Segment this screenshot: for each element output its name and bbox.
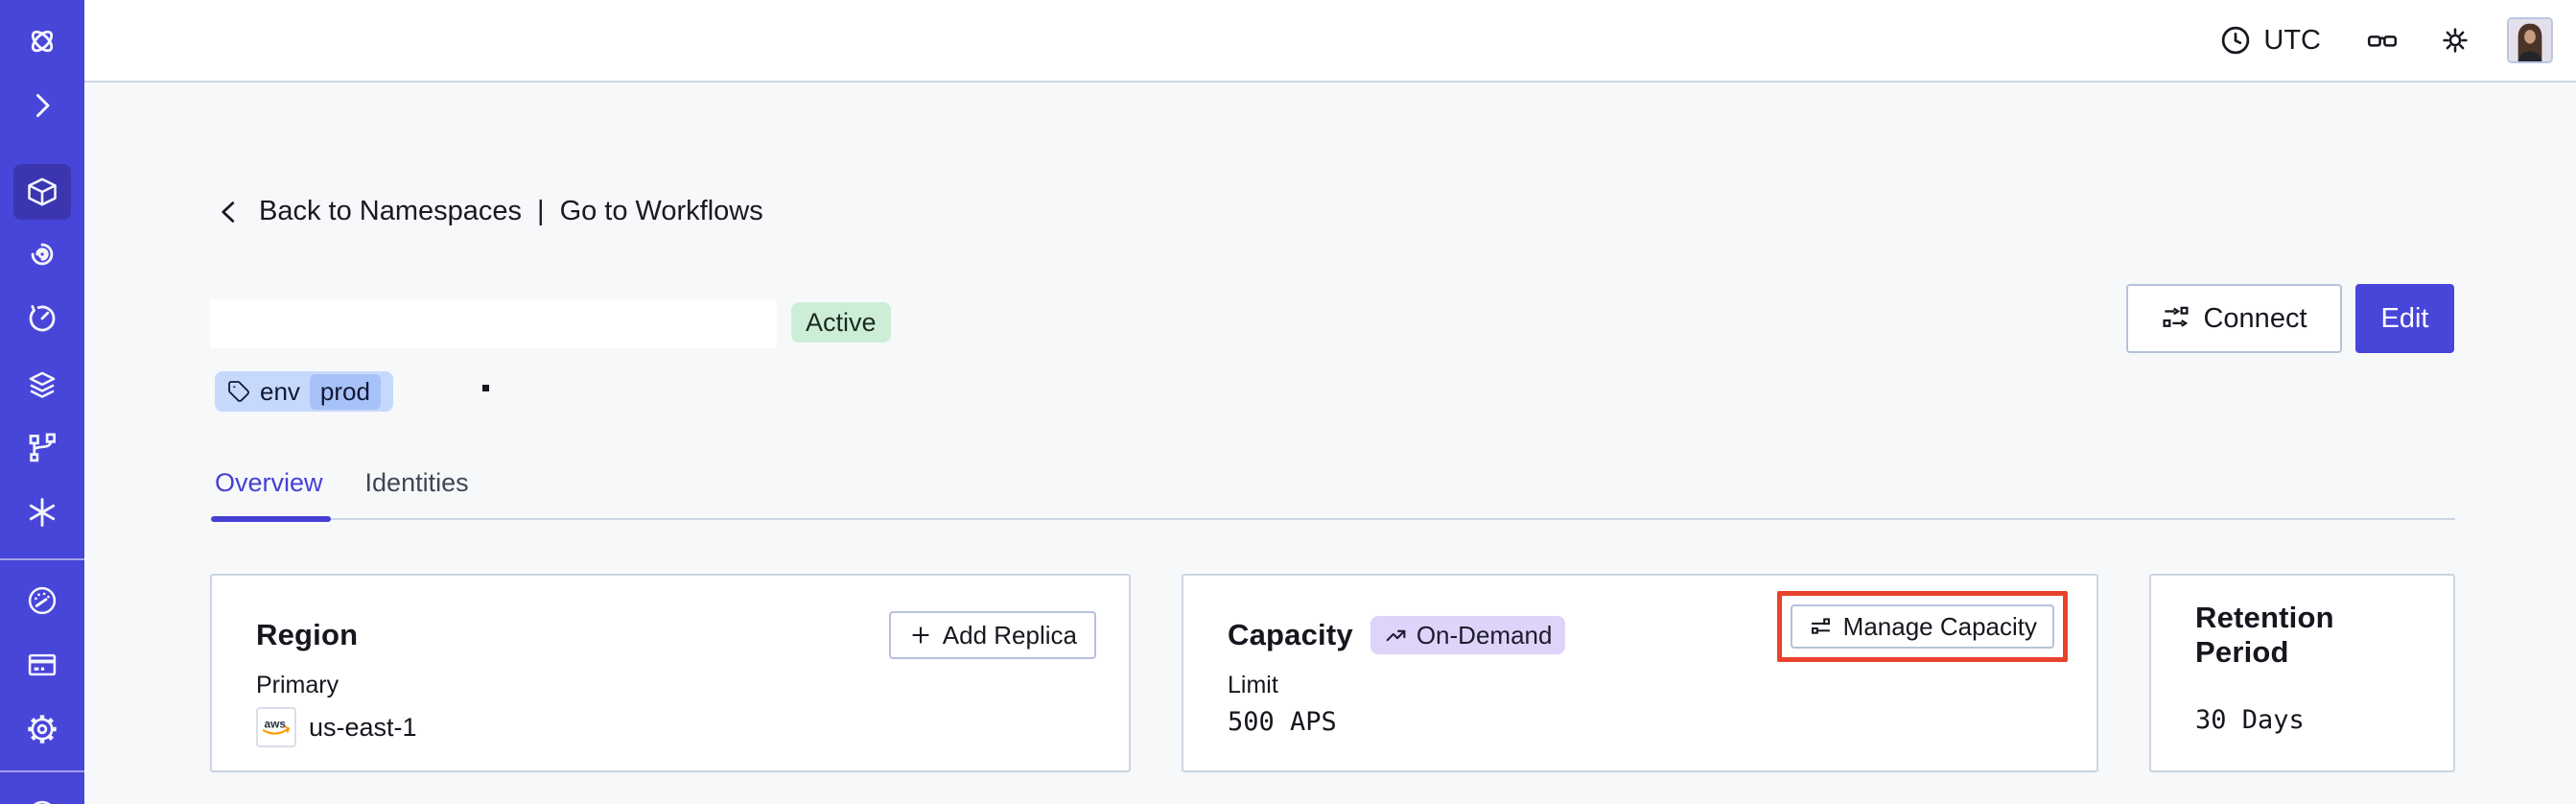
region-card: Region Add Replica Primary aws us-east-1 [210, 574, 1131, 772]
retention-card: Retention Period 30 Days [2149, 574, 2455, 772]
tab-overview[interactable]: Overview [211, 468, 331, 522]
sidebar-item-deployments-layers-icon[interactable] [25, 367, 59, 401]
connect-flow-icon [2163, 306, 2190, 327]
sidebar-item-spiral-icon[interactable] [25, 237, 59, 272]
svg-text:aws: aws [265, 717, 287, 730]
topbar: UTC [84, 0, 2576, 83]
user-avatar[interactable] [2507, 17, 2553, 63]
overview-cards: Region Add Replica Primary aws us-east-1 [210, 574, 2455, 772]
sidebar-divider [0, 558, 84, 560]
tab-identities[interactable]: Identities [364, 468, 469, 497]
timezone-selector[interactable]: UTC [2218, 23, 2321, 58]
connect-button[interactable]: Connect [2126, 284, 2342, 353]
clock-icon [2218, 23, 2253, 58]
sidebar-item-settings-gear-icon[interactable] [25, 712, 59, 746]
manage-capacity-button[interactable]: Manage Capacity [1790, 604, 2054, 649]
namespace-title-artifact [482, 385, 489, 391]
plus-icon [912, 627, 929, 644]
breadcrumb-workflows-link[interactable]: Go to Workflows [559, 196, 763, 226]
edit-button-label: Edit [2380, 302, 2429, 334]
retention-card-title: Retention Period [2195, 601, 2334, 669]
edit-button[interactable]: Edit [2355, 284, 2454, 353]
retention-value: 30 Days [2195, 705, 2305, 735]
breadcrumb-back-link[interactable]: Back to Namespaces [259, 196, 523, 226]
sliders-icon [1811, 617, 1830, 634]
region-primary-label: Primary [256, 672, 340, 698]
chevron-left-icon[interactable] [215, 198, 244, 226]
aws-provider-icon: aws [256, 707, 296, 747]
breadcrumb-separator: | [537, 196, 545, 226]
sidebar-item-namespaces-cube-icon[interactable] [25, 175, 59, 209]
status-badge: Active [791, 302, 891, 343]
annotation-highlight-box: Manage Capacity [1776, 591, 2068, 662]
add-replica-label: Add Replica [942, 620, 1077, 650]
namespace-tag[interactable]: env prod [215, 371, 393, 412]
sidebar-item-nexus-asterisk-icon[interactable] [25, 495, 59, 530]
connect-button-label: Connect [2203, 302, 2307, 334]
capacity-limit-value: 500 APS [1228, 707, 1337, 737]
region-card-title: Region [256, 618, 359, 651]
sidebar-divider [0, 770, 84, 772]
sidebar [0, 0, 84, 804]
sidebar-item-help-circle-icon[interactable] [25, 794, 59, 804]
glasses-icon[interactable] [2365, 23, 2400, 58]
capacity-card: Capacity On-Demand Manage Capa [1182, 574, 2098, 772]
sidebar-item-pipeline-branch-icon[interactable] [25, 431, 59, 465]
capacity-limit-label: Limit [1228, 672, 1278, 698]
sidebar-item-usage-gauge-icon[interactable] [25, 583, 59, 618]
tab-bar: Overview Identities [211, 468, 2455, 522]
breadcrumb: Back to Namespaces | Go to Workflows [215, 196, 763, 227]
namespace-title-redaction [210, 299, 777, 348]
on-demand-badge: On-Demand [1370, 616, 1566, 654]
temporal-logo-icon[interactable] [25, 24, 59, 59]
sidebar-item-schedules-clock-icon[interactable] [25, 301, 59, 336]
tag-icon [228, 381, 249, 402]
trending-up-icon [1386, 629, 1406, 641]
tag-key: env [260, 376, 300, 406]
sidebar-item-billing-card-icon[interactable] [25, 648, 59, 682]
timezone-label: UTC [2263, 24, 2321, 56]
on-demand-label: On-Demand [1416, 620, 1553, 650]
brightness-theme-icon[interactable] [2438, 23, 2472, 58]
manage-capacity-label: Manage Capacity [1842, 611, 2037, 641]
capacity-card-title: Capacity [1228, 618, 1353, 651]
tag-value-chip: prod [309, 373, 381, 410]
add-replica-button[interactable]: Add Replica [888, 611, 1096, 659]
sidebar-expand-chevron-icon[interactable] [25, 88, 59, 123]
region-value: us-east-1 [309, 712, 417, 742]
